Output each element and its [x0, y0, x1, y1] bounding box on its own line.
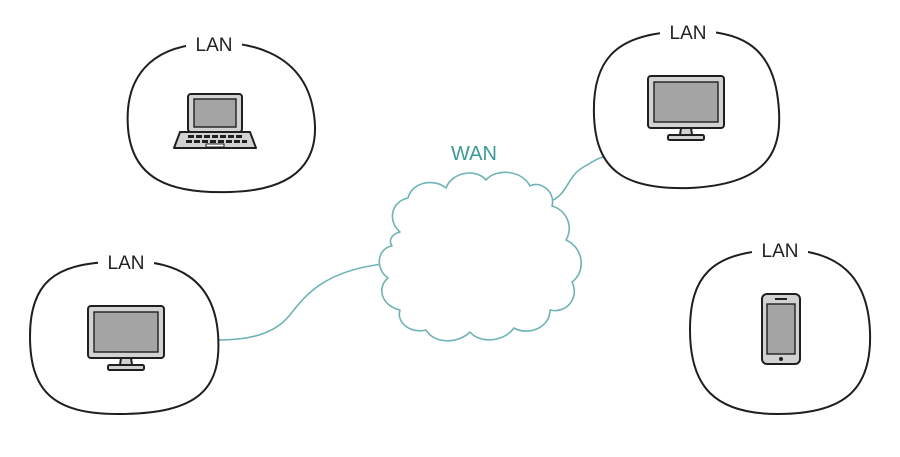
wan-label: WAN [451, 143, 497, 165]
link-wan-to-lan-top-right [547, 155, 607, 203]
lan-group-bottom-right: LAN [689, 238, 872, 415]
lan-label: LAN [762, 241, 799, 262]
lan-group-bottom-left: LAN [29, 250, 220, 415]
lan-group-top-right: LAN [592, 20, 781, 190]
monitor-icon [647, 75, 725, 141]
smartphone-icon [761, 293, 801, 365]
lan-label: LAN [108, 253, 145, 274]
monitor-icon [87, 305, 165, 371]
lan-label: LAN [670, 23, 707, 44]
lan-label: LAN [196, 35, 233, 56]
laptop-icon [173, 93, 257, 149]
lan-group-top-left: LAN [126, 32, 316, 194]
link-wan-to-lan-bottom-left [216, 263, 383, 341]
wan-cloud: WAN [378, 143, 582, 342]
cloud-shape [378, 171, 582, 342]
